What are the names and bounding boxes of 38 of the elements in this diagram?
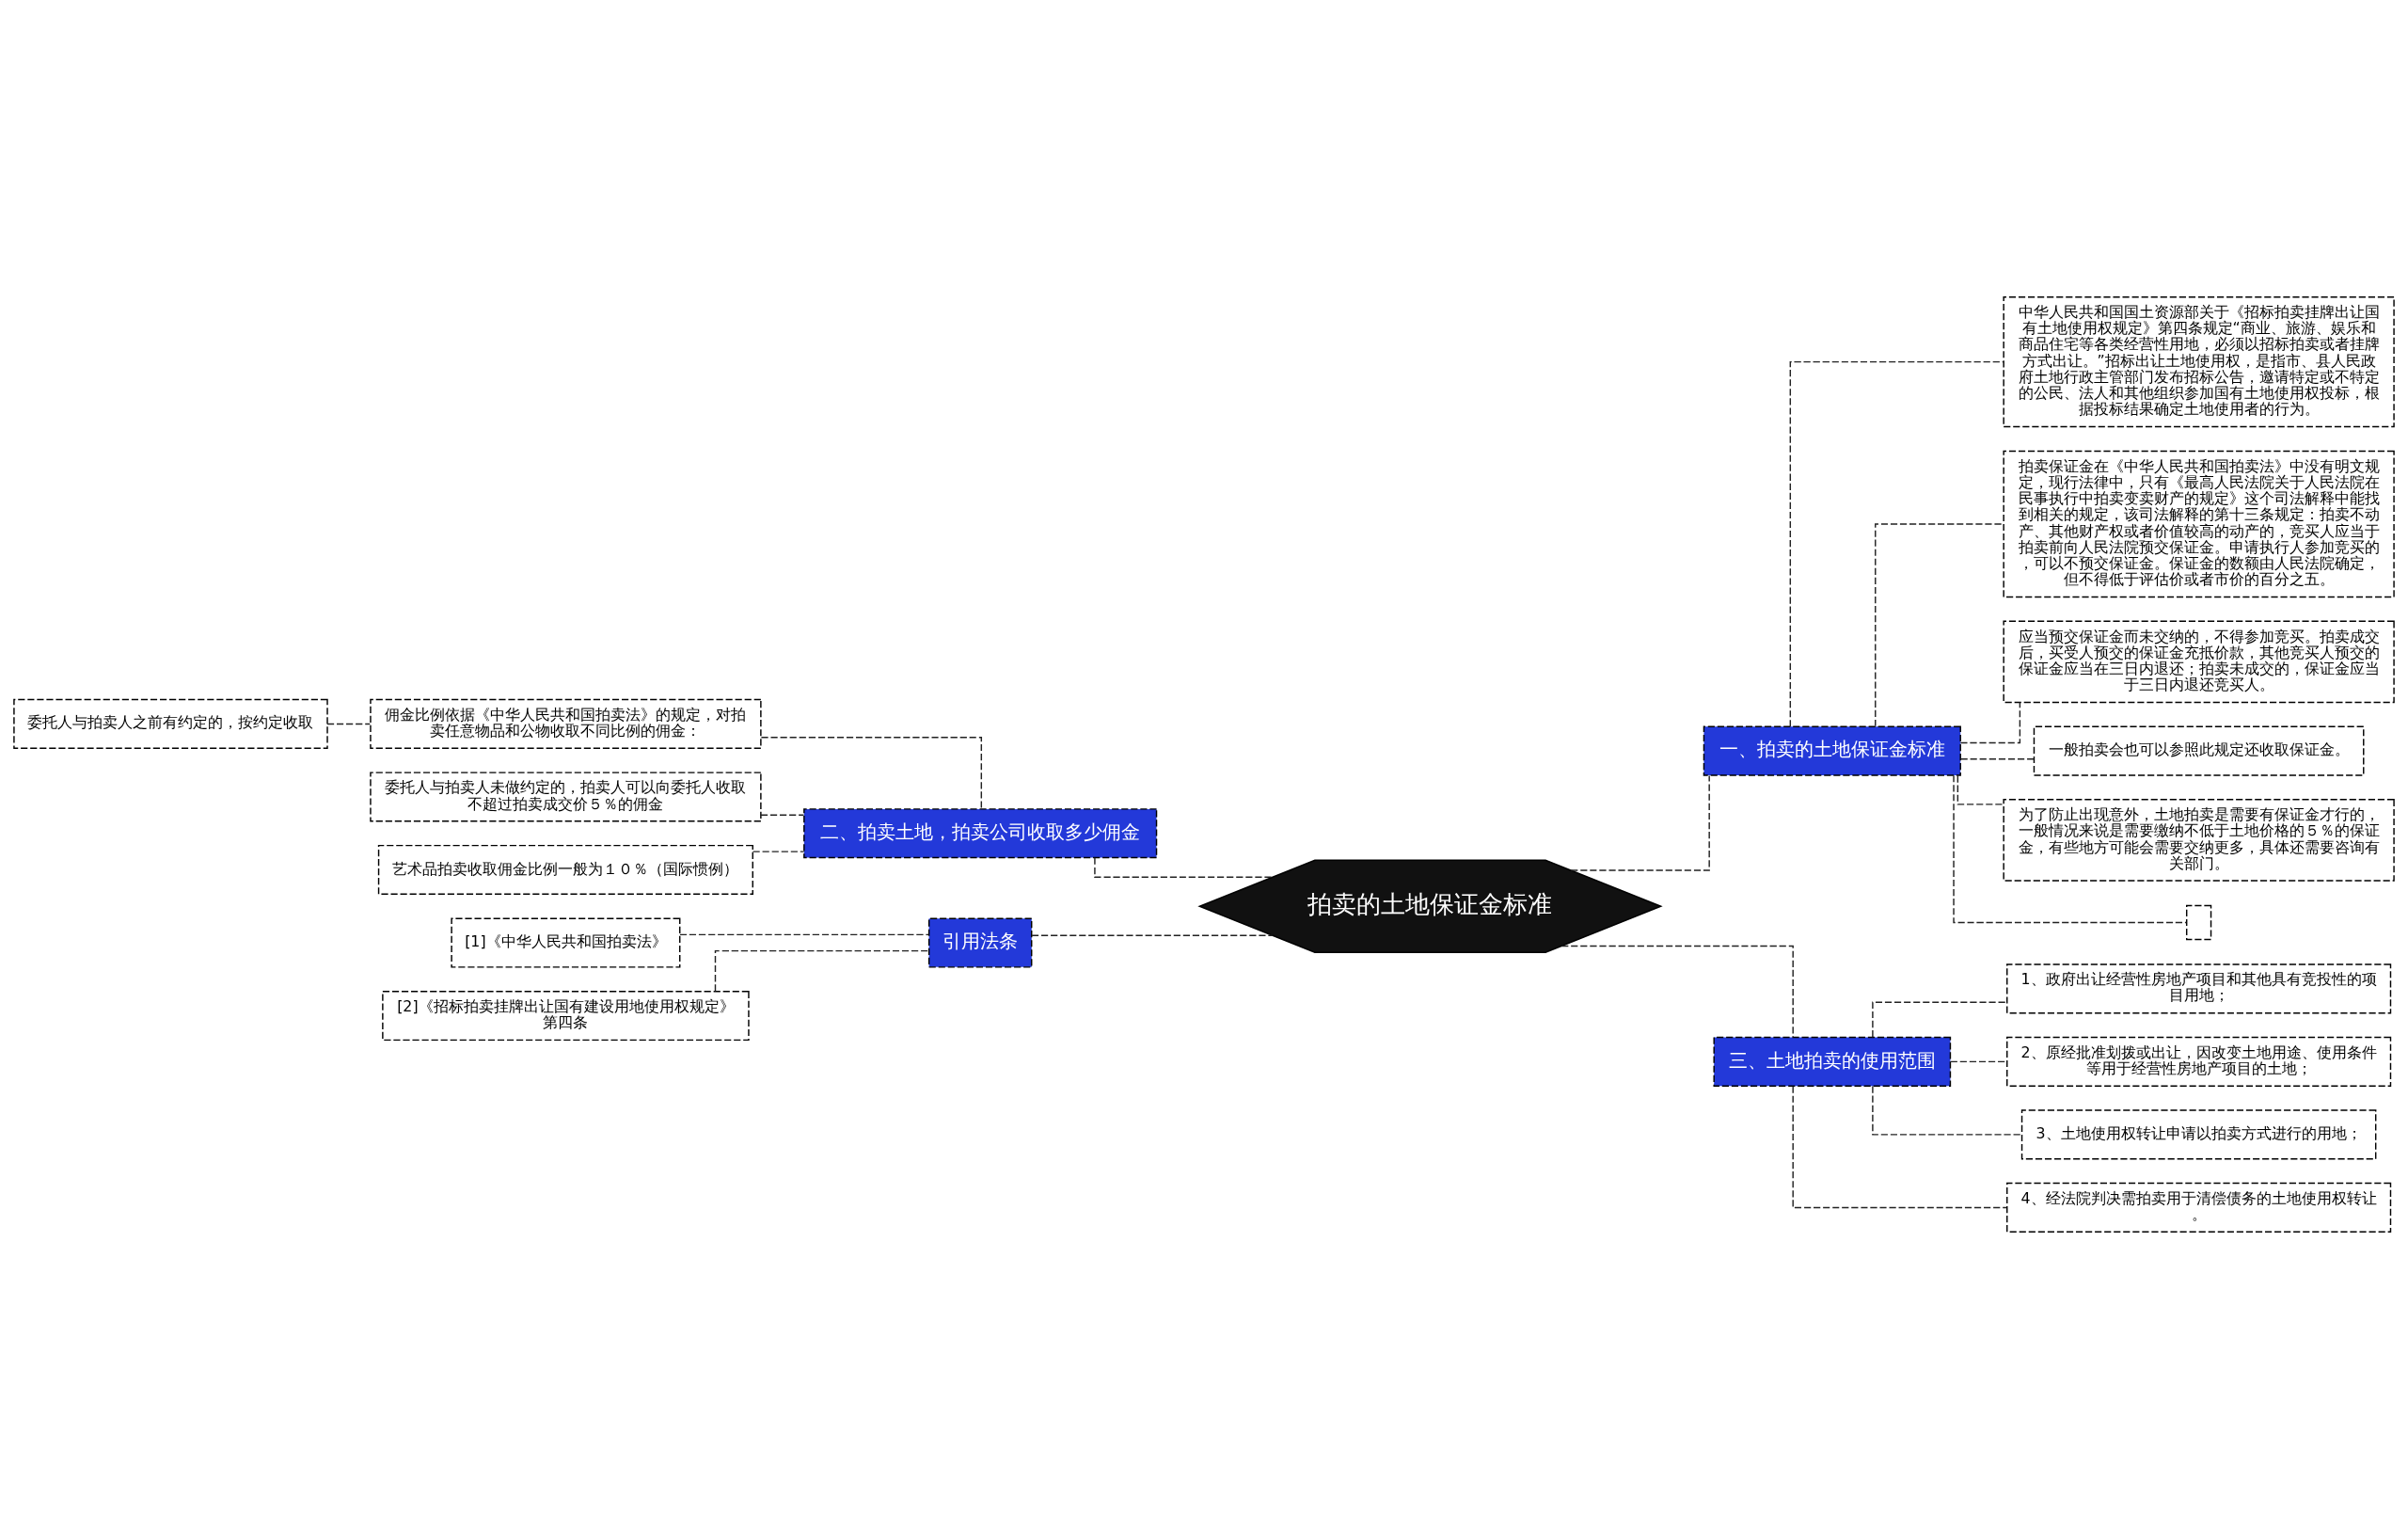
connector bbox=[1956, 774, 2004, 805]
connector bbox=[714, 949, 929, 992]
connector bbox=[1872, 1000, 2008, 1038]
node-box: 委托人与拍卖人之前有约定的，按约定收取 bbox=[13, 698, 328, 749]
node-box: 佣金比例依据《中华人民共和国拍卖法》的规定，对拍卖任意物品和公物收取不同比例的佣金： bbox=[370, 698, 762, 749]
node-box: 三、土地拍卖的使用范围 bbox=[1713, 1036, 1952, 1087]
node-box: 应当预交保证金而未交纳的，不得参加竞买。拍卖成交后，买受人预交的保证金充抵价款，其他竞买人预交的保证金应当在三日内退还；拍卖未成交的，保证金应当于三日内退还竞买人。 bbox=[2003, 620, 2395, 703]
connector bbox=[1031, 934, 1274, 936]
node-box bbox=[2186, 904, 2212, 940]
node-box: 一般拍卖会也可以参照此规定还收取保证金。 bbox=[2033, 725, 2365, 776]
node-box: 为了防止出现意外，土地拍卖是需要有保证金才行的，一般情况来说是需要缴纳不低于土地价格的５％的保证金，有些地方可能会需要交纳更多，具体还需要咨询有关部门。 bbox=[2003, 798, 2395, 882]
node-box: [2]《招标拍卖挂牌出让国有建设用地使用权规定》第四条 bbox=[382, 990, 750, 1041]
node-box: 2、原经批准划拨或出让，因改变土地用途、使用条件等用于经营性房地产项目的土地； bbox=[2006, 1036, 2392, 1087]
node-box: 中华人民共和国国土资源部关于《招标拍卖挂牌出让国有土地使用权规定》第四条规定“商业、旅游、娱乐和商品住宅等各类经营性用地，必须以招标拍卖或者挂牌方式出让。”招标出让土地使用权，是指市、县人民政府土地行政主管部门发布招标公告，邀请特定或不特定的公民、法人和其他组织参加国有土地使用权投标，根据投标结果确定土地使用者的行为。 bbox=[2003, 295, 2395, 427]
connector bbox=[326, 723, 371, 724]
connector bbox=[1792, 1085, 2007, 1208]
node-box: 二、拍卖土地，拍卖公司收取多少佣金 bbox=[803, 807, 1158, 858]
node-box: 4、经法院判决需拍卖用于清偿债务的土地使用权转让。 bbox=[2006, 1182, 2392, 1233]
node-box: 委托人与拍卖人未做约定的，拍卖人可以向委托人收取不超过拍卖成交价５％的佣金 bbox=[370, 771, 762, 821]
connector bbox=[1875, 522, 2004, 727]
node-box: 拍卖保证金在《中华人民共和国拍卖法》中没有明文规定，现行法律中，只有《最高人民法院关于人民法院在民事执行中拍卖变卖财产的规定》这个司法解释中能找到相关的规定，该司法解释的第十三条规定：拍卖不动产、其他财产权或者价值较高的动产的，竞买人应当于拍卖前向人民法院预交保证金。申请执行人参加竞买的，可以不预交保证金。保证金的数额由人民法院确定，但不得低于评估价或者市价的百分之五。 bbox=[2003, 450, 2395, 597]
connector bbox=[1570, 774, 1710, 871]
connector bbox=[1953, 774, 2188, 923]
node-box: 1、政府出让经营性房地产项目和其他具有竞投性的项目用地； bbox=[2006, 963, 2392, 1013]
node-box: 引用法条 bbox=[927, 916, 1033, 968]
node-box: 3、土地使用权转让申请以拍卖方式进行的用地； bbox=[2020, 1108, 2377, 1159]
connector bbox=[752, 850, 805, 852]
connector bbox=[1789, 360, 2004, 727]
connector bbox=[1959, 701, 2021, 743]
connector bbox=[1959, 757, 2035, 759]
connector bbox=[1872, 1085, 2022, 1136]
connector bbox=[760, 814, 805, 816]
connector bbox=[760, 736, 983, 809]
node-box: [1]《中华人民共和国拍卖法》 bbox=[451, 916, 681, 968]
node-box: 艺术品拍卖收取佣金比例一般为１０％（国际惯例） bbox=[377, 844, 753, 895]
connector bbox=[679, 933, 929, 935]
node-box: 一、拍卖的土地保证金标准 bbox=[1703, 725, 1961, 776]
connector bbox=[1560, 945, 1794, 1038]
